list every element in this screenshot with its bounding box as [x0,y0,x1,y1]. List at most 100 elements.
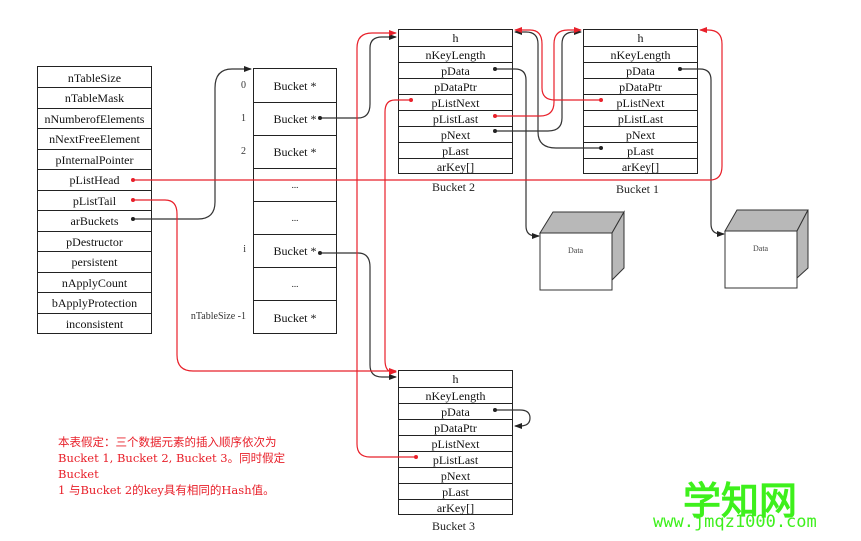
bucket-field: pListNext [399,94,512,110]
note-line: Bucket 1, Bucket 2, Bucket 3。同时假定Bucket [58,451,286,481]
hashtable-field: inconsistent [38,313,151,334]
bucket-2-caption: Bucket 2 [432,180,475,194]
bucket-slot: ... [254,168,336,201]
bucket-3: h nKeyLength pData pDataPtr pListNext pL… [398,370,513,515]
bucket3-plistlast-pointer [356,30,416,458]
data-block-1 [539,210,625,291]
bucket-field: pListLast [584,110,697,126]
hashtable-field-plisthead: pListHead [38,169,151,190]
slot1-pointer [320,34,397,119]
bucket-field: pListLast [399,110,512,126]
dot-plisthead [131,178,135,182]
dot-b2-plistlast [493,114,497,118]
bucket-2: h nKeyLength pData pDataPtr pListNext pL… [398,29,513,174]
dot-sloti [318,251,322,255]
hashtable-field: bApplyProtection [38,292,151,313]
slot-index: i [243,244,246,255]
data-block-1-label: Data [568,246,584,255]
dot-b2-pnext [493,129,497,133]
slot-index: 2 [241,146,246,157]
dot-slot1 [318,116,322,120]
bucket-field: h [637,31,644,45]
bucket-field: nKeyLength [584,46,697,62]
hashtable-field: nApplyCount [38,272,151,293]
note-line: 本表假定：三个数据元素的插入顺序依次为 [58,435,277,449]
dot-b1-plistnext [599,98,603,102]
bucket-field: pData [399,403,512,419]
bucket-field: pNext [399,467,512,483]
data-block-2-front [724,230,798,289]
bucket-slot: Bucket * [254,102,336,135]
bucket-field: nKeyLength [399,46,512,62]
bucket-field: pLast [584,142,697,158]
assumption-note: 本表假定：三个数据元素的插入顺序依次为 Bucket 1, Bucket 2, … [58,434,308,498]
bucket-slot: ... [254,201,336,234]
dot-arbuckets [131,217,135,221]
data-block-2 [724,209,809,289]
hashtable-field-plisttail: pListTail [38,190,151,211]
dot-b1-plast [599,146,603,150]
hashtable-field: nNextFreeElement [38,128,151,149]
bucket1-pdata-pointer [680,68,725,237]
bucket-field: arKey[] [399,158,512,174]
slot-index: nTableSize -1 [190,311,246,322]
dot-b2-plistnext [409,98,413,102]
bucket-slot: Bucket * [254,234,336,267]
data-block-1-top [539,211,625,234]
dot-plisttail [131,198,135,202]
bucket-1: h nKeyLength pData pDataPtr pListNext pL… [583,29,698,174]
hashtable-field: pInternalPointer [38,149,151,170]
bucket-field: pLast [399,483,512,499]
hashtable-field: nTableMask [38,87,151,108]
bucket2-plistnext-pointer [384,99,411,375]
bucket-field: pNext [399,126,512,142]
bucket-field: arKey[] [399,499,512,515]
dot-b3-pdata [493,408,497,412]
bucket-field: pData [399,62,512,78]
bucket-field: arKey[] [584,158,697,174]
bucket-slot: Bucket * [254,300,336,334]
slot-index: 1 [241,113,246,124]
bucket1-plast-pointer [514,29,601,149]
bucket-3-caption: Bucket 3 [432,519,475,533]
bucket-field: nKeyLength [399,387,512,403]
watermark-title: 学知网 [683,479,798,523]
slot-index: 0 [241,80,246,91]
bucket1-plistnext-pointer [514,27,601,101]
bucket2-pnext-pointer [495,29,582,132]
plisttail-pointer [133,199,397,374]
bucket-field: pNext [584,126,697,142]
bucket-field: h [452,31,459,45]
hashtable-field: pDestructor [38,231,151,252]
bucket-slot: ... [254,267,336,300]
bucket-field: pListNext [399,435,512,451]
bucket-slot: Bucket * [273,78,317,93]
data-block-2-label: Data [753,244,769,253]
bucket-slot: Bucket * [254,135,336,168]
dot-b2-pdata [493,67,497,71]
bucket-1-caption: Bucket 1 [616,182,659,196]
arbuckets-pointer [133,66,252,220]
pointer-dots [131,67,682,459]
hashtable-field-arbuckets: arBuckets [38,210,151,231]
plisthead-pointer [133,27,723,181]
sloti-pointer [320,252,397,380]
bucket-field: pDataPtr [399,419,512,435]
bucket-field: pListLast [399,451,512,467]
data-block-2-top [724,209,809,232]
hashtable-field: persistent [38,251,151,272]
data-block-1-front [539,232,613,291]
watermark-url: www.jmqz1000.com [653,512,817,532]
bucket-field: pDataPtr [399,78,512,94]
bucket-field: pData [584,62,697,78]
dot-b1-pdata [678,67,682,71]
bucket2-plistlast-pointer [495,27,582,117]
bucket-field: pLast [399,142,512,158]
bucket3-pdata-pointer [495,409,531,429]
bucket-pointer-array: Bucket * Bucket * Bucket * ... ... Bucke… [253,68,337,334]
note-line: 1 与Bucket 2的key具有相同的Hash值。 [58,483,275,497]
bucket-field: h [452,372,459,386]
hashtable-field: nTableSize [67,70,122,85]
